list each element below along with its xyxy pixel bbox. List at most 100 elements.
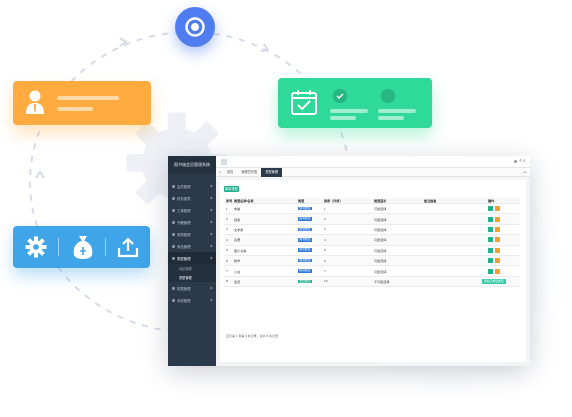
chevron-right-icon [209, 220, 213, 224]
delete-icon[interactable] [494, 216, 500, 222]
check-circle-icon [333, 89, 347, 103]
row-sort: 6 [324, 258, 326, 263]
sidebar-item-types[interactable]: 类型管理 [168, 252, 216, 264]
sidebar-item-label: 类型管理 [177, 256, 191, 261]
user-menu[interactable]: 个人 [514, 159, 526, 164]
header-type: 类型 [298, 199, 305, 203]
sidebar-subitem-region[interactable]: 地区管理 [168, 264, 216, 273]
user-icon [514, 160, 517, 163]
row-index: 2 [226, 217, 228, 222]
type-badge: 图书类型 [298, 257, 312, 263]
row-name: 图片书籍 [234, 248, 247, 253]
menu-icon [172, 232, 175, 236]
menu-icon [172, 208, 175, 212]
chevron-right-icon [209, 208, 213, 212]
placeholder-bar [57, 96, 119, 100]
tab-bar: ◂ 首页 管理员列表 类型管理 ◂ ▸ [216, 167, 530, 177]
row-type-cell: 会员类型 [298, 277, 318, 286]
menu-icon [172, 244, 175, 248]
row-type-cell: 图书类型 [298, 235, 318, 244]
table-row: 3 文学类 图书类型 3 可能选择 [224, 225, 520, 236]
row-type-cell: 图书类型 [298, 225, 318, 234]
delete-icon[interactable] [494, 237, 500, 243]
header-index: 序号 [226, 199, 233, 203]
sidebar-item-tickets[interactable]: 工单管理 [168, 204, 216, 216]
app-window: 图书城会员管理系统 会员管理 财务报表 工单管理 书籍管理 采购管理 商品管理 … [168, 156, 530, 366]
type-badge: 图书类型 [298, 226, 312, 232]
table-header: 序号 类型名称/名称 类型 排序（升序） 类型显示 备注信息 操作 [224, 198, 520, 204]
row-name: 电脑 [234, 207, 241, 212]
sidebar-item-permissions[interactable]: 权限管理 [168, 282, 216, 294]
row-type-cell: 图书类型 [298, 246, 318, 255]
row-display: 可能选择 [374, 259, 387, 264]
placeholder-bar [378, 116, 404, 120]
edit-icon[interactable] [488, 258, 493, 264]
menu-icon [172, 196, 175, 200]
table-row: 6 数学 图书类型 6 可能选择 [224, 255, 520, 267]
tools-card [13, 226, 150, 268]
delete-icon[interactable] [494, 258, 500, 264]
sidebar-item-purchase[interactable]: 采购管理 [168, 228, 216, 240]
add-type-button[interactable]: 新增类型 [224, 186, 239, 192]
edit-icon[interactable] [488, 226, 493, 232]
row-sort: 2 [324, 217, 326, 222]
delete-icon[interactable] [494, 268, 500, 274]
edit-icon[interactable] [488, 268, 493, 274]
row-name: 小说 [234, 269, 241, 274]
delete-icon[interactable] [494, 226, 500, 232]
delete-icon[interactable] [494, 206, 500, 212]
sidebar-item-label: 会员管理 [177, 184, 191, 189]
row-name: 会员 [234, 279, 241, 284]
header-display: 类型显示 [374, 199, 387, 203]
add-subtype-button[interactable]: 添加子类型类型 [482, 278, 506, 285]
row-index: 5 [226, 248, 228, 253]
type-badge: 图书类型 [298, 247, 312, 253]
menu-toggle-icon[interactable] [221, 159, 227, 165]
tab-scroll-left-icon[interactable]: ◂ [218, 170, 221, 174]
row-type-cell: 图书类型 [298, 256, 318, 265]
sidebar-item-label: 财务报表 [177, 196, 191, 201]
placeholder-bar [378, 109, 416, 113]
row-sort: 10 [324, 279, 328, 284]
edit-icon[interactable] [488, 247, 493, 253]
pagination-info: 显示第 1 到第 8 条记录，总共 8 条记录 [226, 334, 279, 338]
placeholder-bar [330, 116, 356, 120]
user-label: 个人 [519, 159, 526, 163]
tab-type-management[interactable]: 类型管理 [261, 167, 283, 177]
app-logo: 图书城会员管理系统 [168, 156, 216, 174]
sidebar-item-finance[interactable]: 财务报表 [168, 192, 216, 204]
row-name: 健康 [234, 217, 241, 222]
edit-icon[interactable] [488, 206, 493, 212]
sidebar-subitem-types[interactable]: 类型管理 [168, 273, 216, 282]
sidebar-item-goods[interactable]: 商品管理 [168, 240, 216, 252]
sidebar-item-books[interactable]: 书籍管理 [168, 216, 216, 228]
divider [58, 238, 59, 256]
calendar-check-icon [291, 90, 317, 115]
table-row: 2 健康 图书类型 2 可能选择 [224, 214, 520, 225]
delete-icon[interactable] [494, 247, 500, 253]
sidebar-item-system[interactable]: 系统管理 [168, 294, 216, 306]
row-actions [488, 225, 518, 234]
menu-icon [172, 184, 175, 188]
chevron-right-icon [209, 196, 213, 200]
orbit-arrow-icon [35, 170, 45, 179]
chevron-down-icon [209, 256, 213, 260]
user-icon [26, 90, 44, 114]
sidebar-item-members[interactable]: 会员管理 [168, 180, 216, 192]
gear-icon [25, 236, 47, 258]
tab-scroll-controls[interactable]: ◂ ▸ [522, 170, 527, 174]
tab-admin-list[interactable]: 管理员列表 [241, 169, 258, 174]
top-bar: 个人 [216, 156, 530, 168]
placeholder-bar [57, 107, 93, 111]
tab-home[interactable]: 首页 [227, 169, 234, 174]
sidebar-item-label: 书籍管理 [177, 220, 191, 225]
placeholder-bar [330, 109, 368, 113]
status-dot [381, 89, 395, 103]
edit-icon[interactable] [488, 216, 493, 222]
row-actions [488, 266, 518, 275]
row-index: 1 [226, 206, 228, 211]
edit-icon[interactable] [488, 237, 493, 243]
type-badge: 图书类型 [298, 268, 312, 273]
row-actions [488, 204, 518, 213]
